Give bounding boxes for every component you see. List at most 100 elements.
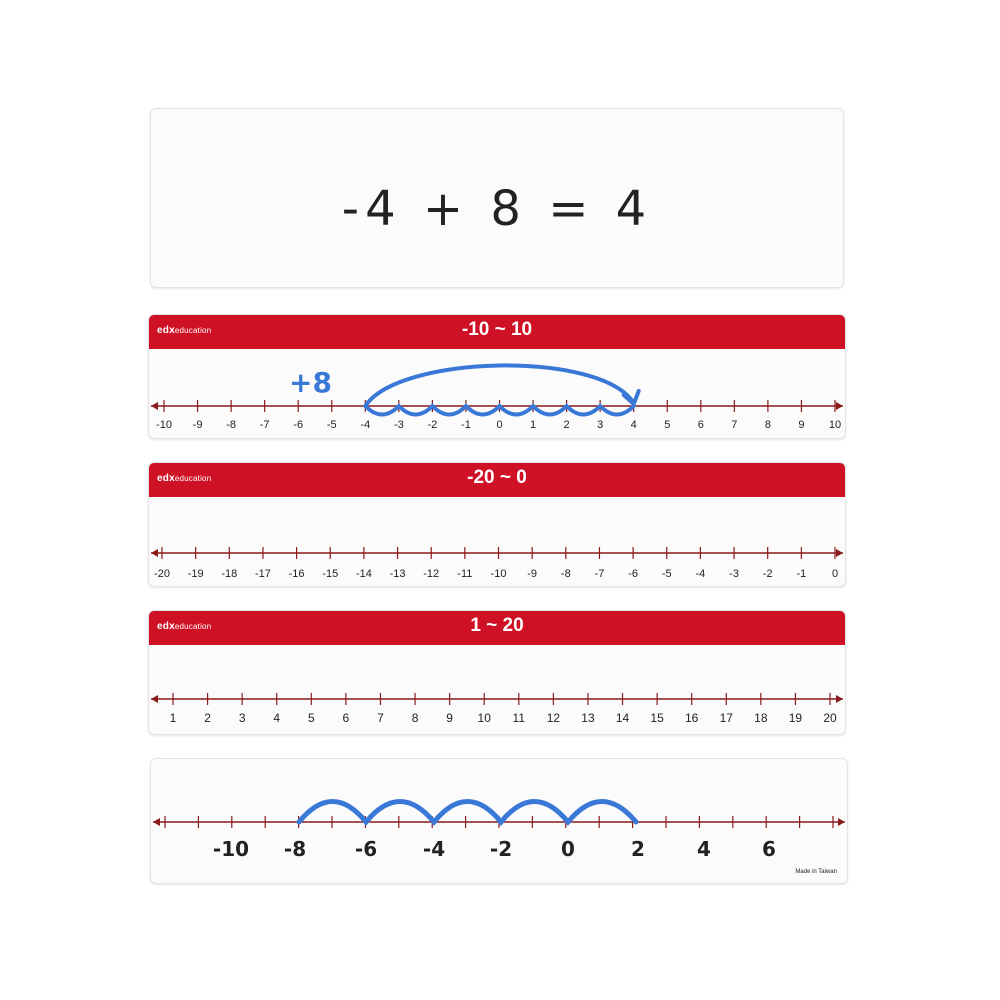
handwritten-label: -6 bbox=[355, 837, 377, 861]
tick-label: 10 bbox=[829, 419, 841, 431]
tick-label: 8 bbox=[765, 419, 771, 431]
hop-arcs bbox=[296, 799, 639, 826]
strip-title: 1 ~ 20 bbox=[470, 615, 524, 636]
hop-arcs bbox=[363, 403, 636, 417]
made-in-label: Made in Taiwan bbox=[795, 869, 837, 875]
tick-label: 1 bbox=[170, 711, 177, 725]
equation-text: -4 + 8 = 4 bbox=[341, 181, 653, 237]
tick-label: 3 bbox=[239, 711, 246, 725]
brand-logo: edxeducation bbox=[157, 621, 212, 632]
tick-label: 2 bbox=[204, 711, 211, 725]
handwritten-label: -10 bbox=[213, 837, 249, 861]
tick-label: 9 bbox=[798, 419, 804, 431]
tick-label: 12 bbox=[547, 711, 561, 725]
tick-label: 5 bbox=[308, 711, 315, 725]
tick-label: 5 bbox=[664, 419, 670, 431]
strip-header: edxeducation 1 ~ 20 bbox=[149, 611, 845, 645]
tick-label: -16 bbox=[289, 568, 305, 580]
handwritten-label: 4 bbox=[697, 837, 711, 861]
tick-label: -13 bbox=[390, 568, 406, 580]
number-line: -20-19-18-17-16-15-14-13-12-11-10-9-8-7-… bbox=[151, 547, 843, 580]
tick-label: -18 bbox=[221, 568, 237, 580]
tick-label: -9 bbox=[527, 568, 537, 580]
tick-label: -2 bbox=[428, 419, 438, 431]
tick-label: 17 bbox=[720, 711, 734, 725]
plus-eight-annotation: +8 bbox=[289, 366, 332, 399]
left-arrow bbox=[151, 549, 158, 557]
tick-label: -4 bbox=[696, 568, 706, 580]
tick-label: 0 bbox=[832, 568, 838, 580]
tick-label: -6 bbox=[628, 568, 638, 580]
tick-label: -5 bbox=[662, 568, 672, 580]
blank-number-line-strip: -10 -8 -6 -4 -2 0 2 4 6 Made in Taiwan bbox=[150, 758, 848, 884]
tick-label: 1 bbox=[530, 419, 536, 431]
tick-label: -15 bbox=[322, 568, 338, 580]
number-line-strip-neg20-0: edxeducation -20 ~ 0 -20-19-18-17-16-15-… bbox=[148, 462, 846, 587]
tick-label: -6 bbox=[293, 419, 303, 431]
tick-label: 15 bbox=[650, 711, 664, 725]
tick-label: -3 bbox=[729, 568, 739, 580]
tick-label: -14 bbox=[356, 568, 372, 580]
tick-label: 11 bbox=[513, 711, 526, 725]
tick-label: 10 bbox=[478, 711, 492, 725]
handwritten-label: -8 bbox=[284, 837, 306, 861]
strip-header: edxeducation -20 ~ 0 bbox=[149, 463, 845, 497]
tick-label: -9 bbox=[193, 419, 203, 431]
tick-label: -20 bbox=[154, 568, 170, 580]
strip-title: -20 ~ 0 bbox=[467, 467, 527, 488]
strip-title: -10 ~ 10 bbox=[461, 319, 533, 340]
strip-header: edxeducation -10 ~ 10 bbox=[149, 315, 845, 349]
tick-label: 19 bbox=[789, 711, 803, 725]
tick-label: -17 bbox=[255, 568, 271, 580]
tick-label: -8 bbox=[226, 419, 236, 431]
tick-label: -11 bbox=[457, 568, 472, 580]
left-arrow bbox=[153, 818, 160, 826]
tick-label: -10 bbox=[491, 568, 507, 580]
tick-label: 7 bbox=[731, 419, 737, 431]
tick-label: 8 bbox=[412, 711, 419, 725]
big-jump-arc bbox=[363, 363, 636, 408]
left-arrow bbox=[151, 402, 158, 410]
tick-label: -7 bbox=[595, 568, 605, 580]
tick-label: -2 bbox=[763, 568, 773, 580]
tick-label: -4 bbox=[360, 419, 370, 431]
handwritten-label: 0 bbox=[561, 837, 575, 861]
tick-label: 9 bbox=[446, 711, 453, 725]
tick-label: 2 bbox=[564, 419, 570, 431]
number-line: -10 -8 -6 -4 -2 0 2 4 6 bbox=[153, 799, 845, 861]
tick-label: 7 bbox=[377, 711, 384, 725]
tick-label: 16 bbox=[685, 711, 699, 725]
tick-label: 18 bbox=[754, 711, 768, 725]
right-arrow bbox=[838, 818, 845, 826]
handwritten-label: 2 bbox=[631, 837, 645, 861]
left-arrow bbox=[151, 695, 158, 703]
tick-label: 14 bbox=[616, 711, 630, 725]
right-arrow bbox=[836, 402, 843, 410]
tick-label: -5 bbox=[327, 419, 337, 431]
handwritten-label: -4 bbox=[423, 837, 445, 861]
right-arrow bbox=[836, 549, 843, 557]
tick-label: -12 bbox=[423, 568, 439, 580]
right-arrow bbox=[836, 695, 843, 703]
tick-label: 3 bbox=[597, 419, 603, 431]
handwritten-label: 6 bbox=[762, 837, 776, 861]
handwritten-label: -2 bbox=[490, 837, 512, 861]
tick-label: -7 bbox=[260, 419, 270, 431]
tick-label: -10 bbox=[156, 419, 172, 431]
tick-label: 6 bbox=[698, 419, 704, 431]
tick-label: 0 bbox=[496, 419, 502, 431]
brand-logo: edxeducation bbox=[157, 325, 212, 336]
number-line-strip-neg10-10: edxeducation -10 ~ 10 -10-9-8-7-6-5-4-3-… bbox=[148, 314, 846, 439]
tick-label: 4 bbox=[631, 419, 637, 431]
tick-label: 13 bbox=[581, 711, 595, 725]
equation-card: -4 + 8 = 4 bbox=[150, 108, 844, 288]
tick-label: -1 bbox=[796, 568, 806, 580]
tick-label: -3 bbox=[394, 419, 404, 431]
tick-label: -8 bbox=[561, 568, 571, 580]
tick-label: 20 bbox=[823, 711, 837, 725]
tick-label: 6 bbox=[343, 711, 350, 725]
tick-label: -1 bbox=[461, 419, 471, 431]
